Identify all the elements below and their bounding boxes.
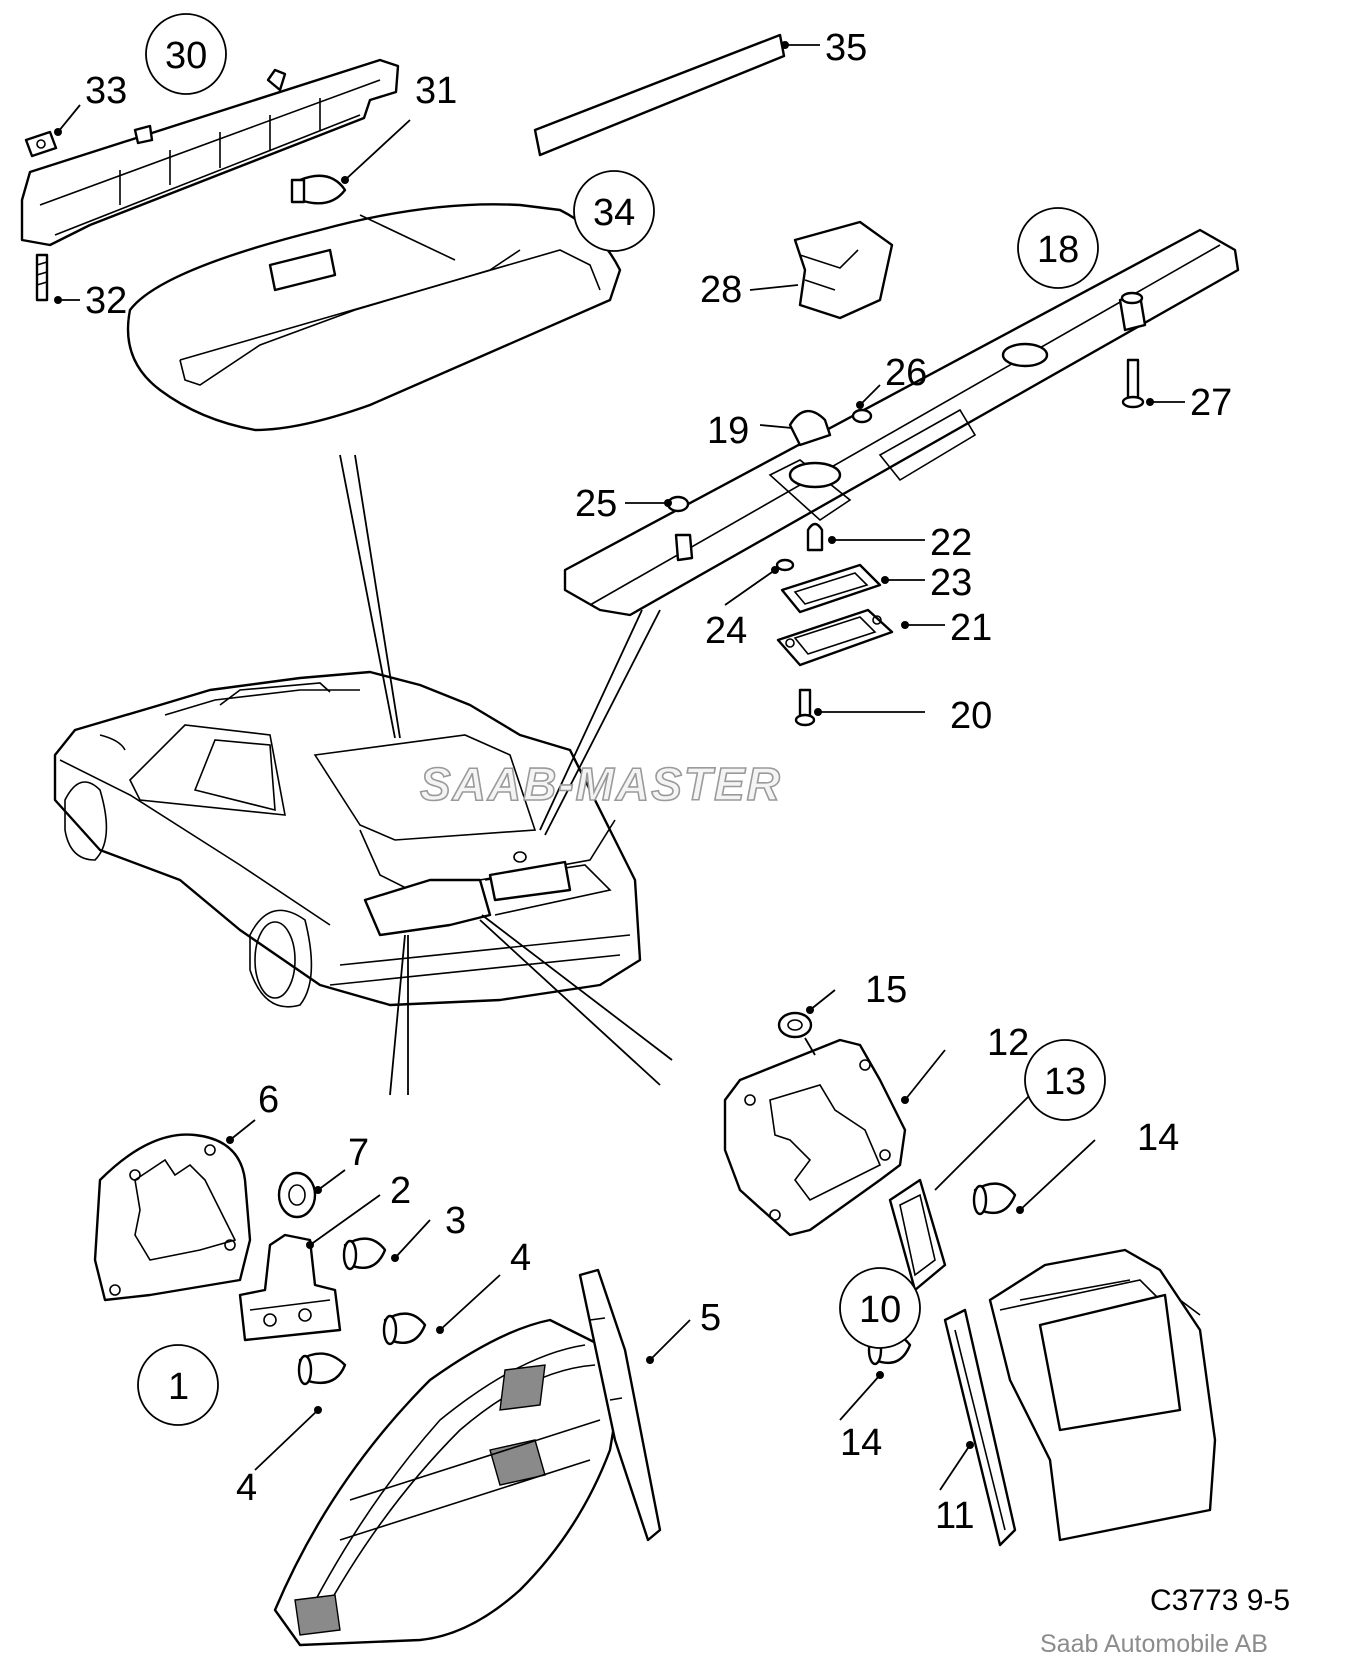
tail-lamp-right	[988, 1248, 1217, 1542]
grommet-7	[277, 1171, 317, 1219]
callout-35: 35	[825, 27, 867, 69]
callout-11: 11	[935, 1495, 974, 1537]
callout-32: 32	[85, 280, 127, 322]
reflector-11	[943, 1308, 1017, 1547]
callout-circle-30	[145, 13, 227, 95]
callout-6: 6	[258, 1079, 279, 1121]
bulb-14a	[972, 1182, 1017, 1216]
tail-lamp-housing	[273, 1318, 622, 1647]
callout-23: 23	[930, 562, 972, 604]
callout-1: 1	[168, 1366, 189, 1408]
callout-34: 34	[593, 192, 635, 234]
callout-10: 10	[859, 1289, 901, 1331]
callout-leaders	[54, 41, 1185, 1491]
callout-14a: 14	[1137, 1117, 1179, 1159]
callout-circle-13	[1024, 1039, 1106, 1121]
gasket-6	[93, 1133, 252, 1302]
callout-13: 13	[1044, 1061, 1086, 1103]
callout-14b: 14	[840, 1422, 882, 1464]
circuit-board-13	[888, 1178, 947, 1292]
brake-light-holder	[20, 58, 400, 247]
drawing-code: C3773 9-5	[1150, 1584, 1290, 1617]
bulb-3	[342, 1237, 387, 1271]
screw-27	[1121, 358, 1145, 409]
callout-5: 5	[700, 1297, 721, 1339]
callout-19: 19	[707, 410, 749, 452]
bulb-holder-19	[788, 410, 832, 447]
callout-21: 21	[950, 607, 992, 649]
car-body	[53, 670, 642, 1008]
seal-strip-35	[533, 33, 786, 157]
callout-12: 12	[987, 1022, 1029, 1064]
callout-circle-1	[137, 1344, 219, 1426]
callout-30: 30	[165, 35, 207, 77]
callout-26: 26	[885, 352, 927, 394]
bulb-holder-2	[238, 1233, 342, 1342]
nut-25	[666, 495, 694, 562]
trim-strip-5	[578, 1268, 662, 1542]
washer-24	[775, 558, 795, 572]
callout-31: 31	[415, 70, 457, 112]
callout-15: 15	[865, 969, 907, 1011]
watermark-text: SAAB-MASTER	[420, 758, 782, 810]
callout-4b: 4	[236, 1467, 257, 1509]
bulb-4b	[297, 1352, 347, 1386]
clip-28	[793, 220, 894, 320]
copyright-text: Saab Automobile AB	[1040, 1630, 1268, 1658]
gasket-23	[780, 563, 882, 614]
callout-7: 7	[348, 1132, 369, 1174]
bulb-4a	[382, 1312, 427, 1346]
callout-circle-10	[839, 1267, 921, 1349]
nut-33	[24, 130, 58, 158]
callout-circle-34	[573, 170, 655, 252]
callout-circle-18	[1017, 207, 1099, 289]
callout-25: 25	[575, 483, 617, 525]
assembly-leaders	[339, 454, 673, 1096]
callout-3: 3	[445, 1200, 466, 1242]
callout-33: 33	[85, 70, 127, 112]
callout-2: 2	[390, 1170, 411, 1212]
nut-26	[851, 408, 873, 424]
callout-18: 18	[1037, 229, 1079, 271]
callout-27: 27	[1190, 382, 1232, 424]
screw-32	[35, 253, 49, 302]
callout-24: 24	[705, 610, 747, 652]
screw-20	[794, 688, 816, 727]
cover-34	[126, 203, 622, 432]
lens-21	[776, 608, 894, 667]
nut-15	[777, 1011, 813, 1039]
gasket-12	[723, 1038, 907, 1237]
callout-28: 28	[700, 269, 742, 311]
bulb-22	[806, 522, 824, 552]
licence-light-rail-18	[563, 228, 1240, 617]
bulb-31	[290, 174, 347, 205]
callout-4a: 4	[510, 1237, 531, 1279]
callout-20: 20	[950, 695, 992, 737]
callout-22: 22	[930, 522, 972, 564]
